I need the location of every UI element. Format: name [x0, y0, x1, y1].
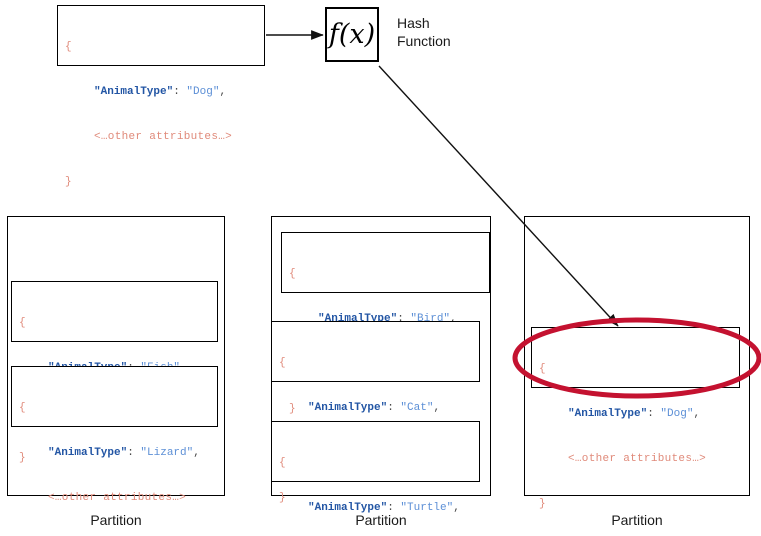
record-key: "AnimalType" — [308, 402, 388, 414]
record-value: "Cat" — [400, 402, 434, 414]
record-key-value-line: "AnimalType": "Turtle", — [272, 501, 479, 516]
record-open-brace: { — [65, 41, 72, 53]
record-open-brace: { — [289, 268, 296, 280]
record-value: "Lizard" — [140, 447, 194, 459]
hash-function-symbol: f(x) — [328, 19, 376, 50]
partition-1-record-lizard: { "AnimalType": "Lizard", <…other attrib… — [11, 366, 218, 504]
record-key: "AnimalType" — [308, 502, 388, 514]
record-value: "Dog" — [186, 86, 220, 98]
hash-function-label-line2: Function — [397, 33, 451, 49]
partition-3-label: Partition — [611, 512, 663, 528]
record-key: "AnimalType" — [568, 408, 648, 420]
partition-2-record-bird: { "AnimalType": "Bird", <…other attribut… — [281, 232, 490, 415]
record-separator: : — [387, 502, 401, 514]
record-open-brace: { — [19, 402, 26, 414]
record-separator: : — [127, 447, 141, 459]
record-separator: : — [173, 86, 187, 98]
record-key: "AnimalType" — [48, 447, 128, 459]
source-record-box: { "AnimalType": "Dog", <…other attribute… — [57, 5, 265, 188]
record-key-value-line: "AnimalType": "Lizard", — [12, 446, 217, 461]
partition-1-record-fish: { "AnimalType": "Fish", <…other attribut… — [11, 281, 218, 464]
record-comma: , — [219, 86, 227, 98]
partition-2-record-turtle: { "AnimalType": "Turtle", <…other attrib… — [271, 421, 480, 514]
record-value: "Dog" — [660, 408, 694, 420]
record-open-brace: { — [539, 363, 546, 375]
record-key-value-line: "AnimalType": "Cat", — [272, 401, 479, 416]
record-key-value-line: "AnimalType": "Dog", — [532, 407, 739, 422]
record-comma: , — [433, 402, 441, 414]
hash-function-label-line1: Hash — [397, 15, 430, 31]
hash-function-label: Hash Function — [397, 14, 487, 50]
record-open-brace: { — [279, 357, 286, 369]
partition-3-record-dog: { "AnimalType": "Dog", <…other attribute… — [531, 327, 740, 510]
record-close-brace: } — [289, 403, 296, 415]
record-separator: : — [647, 408, 661, 420]
hash-function-box: f(x) — [325, 7, 379, 62]
record-value: "Turtle" — [400, 502, 454, 514]
record-close-brace: } — [539, 498, 546, 510]
partition-1-label: Partition — [90, 512, 142, 528]
record-key-value-line: "AnimalType": "Dog", — [58, 85, 264, 100]
record-comma: , — [693, 408, 701, 420]
partition-2-record-cat: { "AnimalType": "Cat", <…other attribute… — [271, 321, 480, 504]
record-separator: : — [387, 402, 401, 414]
record-comma: , — [193, 447, 200, 459]
record-comma: , — [453, 502, 460, 514]
record-open-brace: { — [19, 317, 26, 329]
record-close-brace: } — [279, 492, 286, 504]
record-attributes-line: <…other attributes…> — [94, 131, 233, 143]
record-close-brace: } — [19, 452, 26, 464]
partition-1 — [7, 216, 225, 496]
record-key: "AnimalType" — [94, 86, 174, 98]
record-attributes-line: <…other attributes…> — [568, 453, 707, 465]
record-open-brace: { — [279, 457, 286, 469]
record-attributes-line: <…other attributes…> — [48, 492, 187, 504]
record-close-brace: } — [65, 176, 72, 188]
partition-2-label: Partition — [355, 512, 407, 528]
